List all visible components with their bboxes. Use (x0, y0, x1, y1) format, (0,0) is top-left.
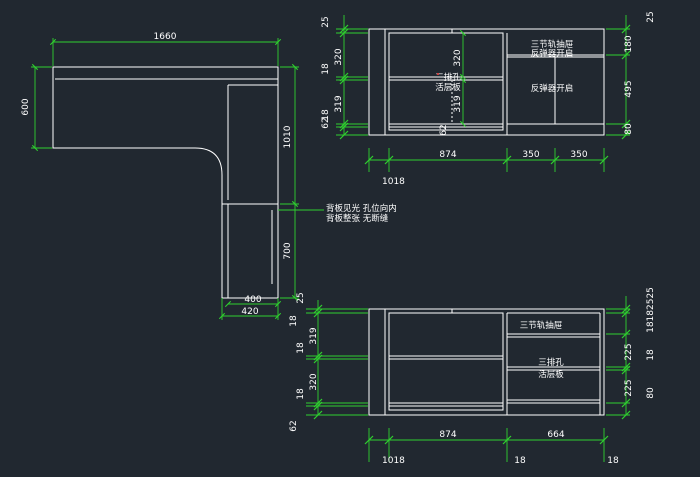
dim-top-320: 320 (334, 48, 344, 65)
note-line-2: 背板整张 无断缝 (326, 213, 389, 224)
dim-right-25: 25 (646, 11, 656, 22)
dim-b-62: 62 (289, 420, 299, 431)
dim-top-18: 18 (321, 63, 331, 75)
dim-400: 400 (244, 295, 261, 305)
dim-b-top-25: 25 (296, 292, 306, 303)
dim-b-bottom-874: 874 (439, 430, 456, 440)
dim-right-495: 495 (624, 80, 634, 97)
dim-b-bottom-664: 664 (547, 430, 564, 440)
dim-bottom-1018: 1018 (382, 177, 405, 187)
dim-top-319: 319 (334, 95, 344, 112)
label-shelf-board: 活层板 (435, 82, 461, 93)
elevation-top (368, 28, 605, 136)
elevation-top-labels: 三节轨抽屉 反弹器开启 反弹器开启 三排孔 活层板 (435, 39, 573, 94)
dim-b-right-225b: 225 (624, 379, 634, 396)
label-drawer-top: 三节轨抽屉 (531, 39, 574, 50)
elevation-bottom-dimensions (306, 296, 630, 462)
dim-1660: 1660 (154, 32, 177, 42)
dim-420: 420 (241, 307, 258, 317)
dim-700: 700 (283, 242, 293, 259)
dim-top-18b: 18 (321, 109, 331, 121)
dim-b-320: 320 (309, 373, 319, 390)
dim-b-bottom-18b: 18 (607, 456, 619, 466)
plan-dimension-labels: 1660 600 1010 700 400 420 (21, 32, 293, 317)
dim-right-180: 180 (624, 35, 634, 52)
elevation-bottom (368, 308, 605, 416)
elevation-bottom-dim-ticks (313, 304, 631, 445)
dim-b-right-80: 80 (646, 387, 656, 399)
label-rebound-2: 反弹器开启 (531, 83, 574, 94)
dim-600: 600 (21, 98, 31, 115)
elevation-bottom-labels: 三节轨抽屉 三排孔 活层板 (520, 320, 565, 380)
dim-b-18b: 18 (296, 342, 306, 354)
dim-bottom-874: 874 (439, 150, 456, 160)
dim-bottom-350b: 350 (570, 150, 587, 160)
dim-b-bottom-18a: 18 (514, 456, 526, 466)
dim-right-80: 80 (624, 123, 634, 135)
dim-top-25: 25 (321, 16, 331, 27)
dim-bottom-350a: 350 (522, 150, 539, 160)
plan-outline (52, 66, 279, 299)
plan-dimensions (31, 38, 324, 320)
plan-lower-cabinet (227, 203, 279, 299)
dim-b-18c: 18 (296, 388, 306, 400)
dim-b-right-18: 18 (646, 349, 656, 361)
dim-1010: 1010 (283, 125, 293, 148)
label-rebound-1: 反弹器开启 (531, 48, 574, 59)
elevation-top-dim-labels: 25 320 18 319 18 62 320 319 62 25 180 49… (321, 11, 656, 187)
label-shelf-holes-bottom: 三排孔 (538, 357, 564, 368)
dim-b-right-stack: 18182525 (646, 287, 656, 333)
dim-inner-320: 320 (453, 49, 463, 66)
elevation-bottom-dim-labels: 25 18 319 18 320 18 62 18182525 225 18 2… (289, 287, 656, 466)
elev-bottom-shelf-cabinet (388, 312, 504, 411)
elev-bottom-frame (368, 308, 605, 416)
elev-top-shelf-cabinet (388, 32, 504, 131)
note-line-1: 背板见光 孔位向内 (326, 203, 397, 214)
elev-top-frame (368, 28, 605, 136)
plan-view (52, 66, 279, 299)
dim-b-right-225a: 225 (624, 343, 634, 360)
dim-b-319: 319 (309, 327, 319, 344)
label-shelf-holes: 三排孔 (435, 72, 461, 83)
plan-note: 背板见光 孔位向内 背板整张 无断缝 (326, 203, 397, 224)
dim-b-bottom-1018: 1018 (382, 456, 405, 466)
label-shelf-board-bottom: 活层板 (538, 369, 564, 380)
elevation-top-dim-ticks (339, 24, 631, 165)
elevation-top-dimensions (336, 15, 630, 172)
label-drawer-bottom: 三节轨抽屉 (520, 320, 563, 331)
dim-inner-62: 62 (439, 124, 449, 135)
dim-inner-319: 319 (453, 95, 463, 112)
dim-top-62: 62 (321, 117, 331, 128)
dim-b-18a: 18 (289, 315, 299, 327)
